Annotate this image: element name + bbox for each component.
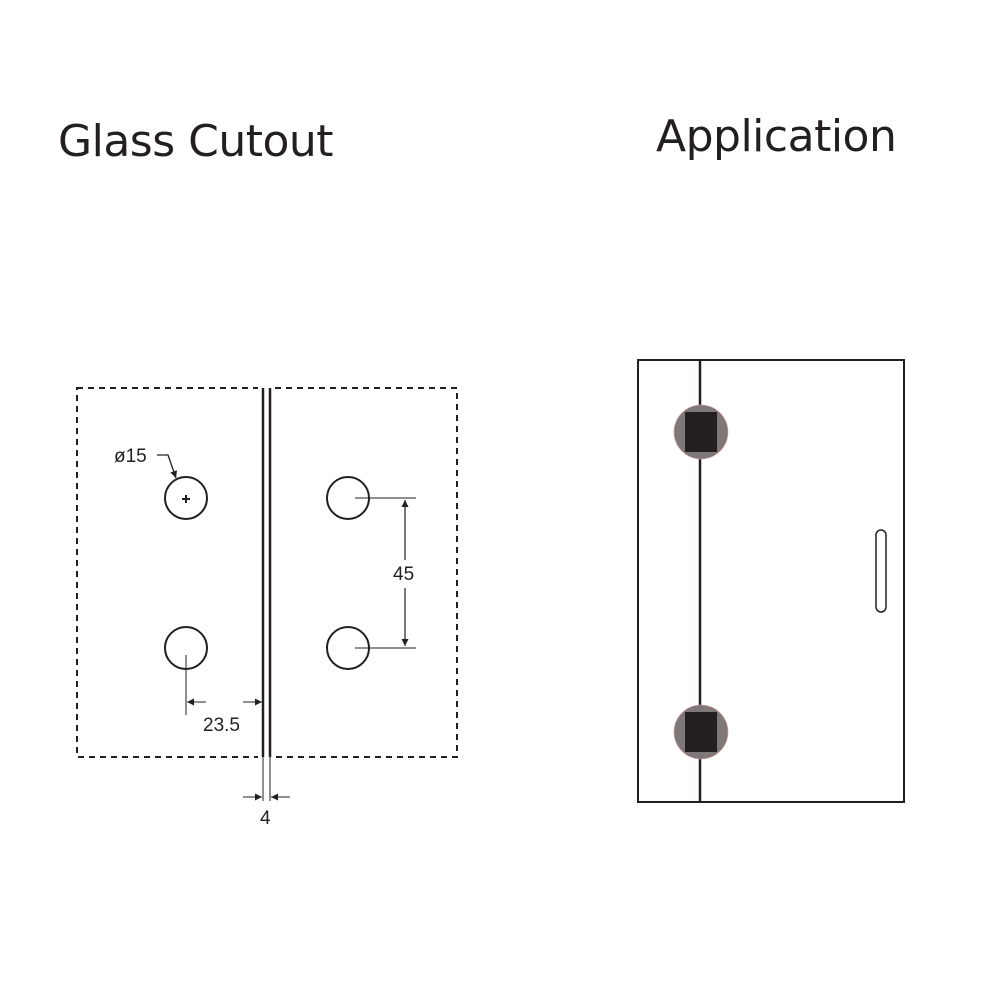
label-hole-spacing: 45	[393, 564, 414, 585]
label-glass-gap: 4	[260, 808, 271, 829]
glass-panel-outline	[637, 359, 905, 803]
door-handle	[875, 529, 887, 613]
hole	[164, 476, 208, 520]
label-hole-diameter: ø15	[114, 446, 147, 467]
center-mark	[182, 495, 190, 503]
label-edge-offset: 23.5	[203, 715, 240, 736]
hinge-top	[673, 404, 729, 460]
hinge-bottom	[673, 704, 729, 760]
glass-cutout-title: Glass Cutout	[58, 116, 334, 167]
extension-line	[355, 497, 416, 649]
glass-cutout-drawing	[76, 384, 458, 801]
application-drawing	[637, 359, 905, 803]
extension-line	[262, 757, 271, 801]
diameter-leader	[157, 454, 178, 479]
application-title: Application	[656, 111, 897, 162]
